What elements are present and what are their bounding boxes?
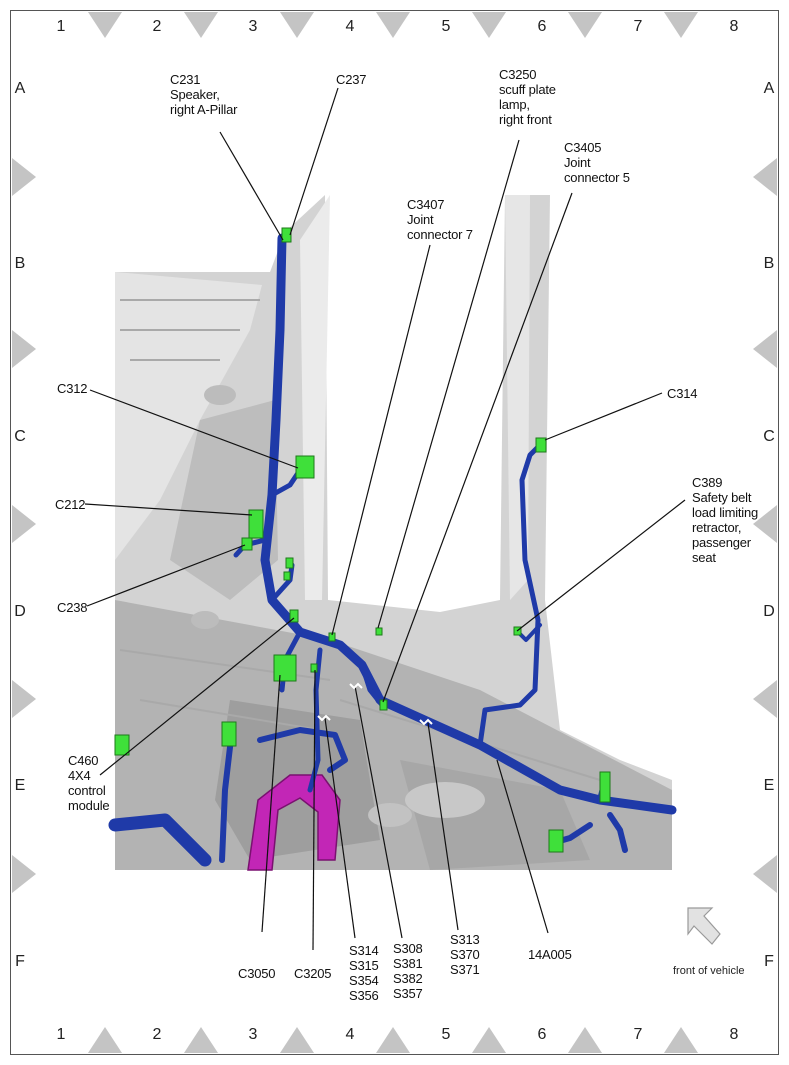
label-c3050: C3050	[238, 966, 276, 981]
label-splices-s313: S313 S370 S371	[450, 932, 480, 977]
label-c238: C238	[57, 600, 88, 615]
label-c389: C389 Safety belt load limiting retractor…	[692, 475, 759, 565]
connectors	[114, 227, 611, 853]
grid-row-right: F	[764, 953, 774, 970]
grid-row-left: B	[14, 255, 26, 272]
vehicle-body-illustration	[115, 195, 672, 870]
grid-col-bottom: 7	[633, 1026, 643, 1043]
grid-row-right: E	[763, 777, 775, 794]
label-c314: C314	[667, 386, 698, 401]
wiring-harness	[108, 233, 677, 867]
label-c3205: C3205	[294, 966, 332, 981]
diagram-frame	[10, 10, 779, 1055]
grid-col-bottom: 6	[537, 1026, 547, 1043]
grid-col-bottom: 5	[441, 1026, 451, 1043]
grid-col-bottom: 2	[152, 1026, 162, 1043]
grid-row-left: D	[14, 603, 26, 620]
grid-col-top: 6	[537, 18, 547, 35]
label-c3407: C3407 Joint connector 7	[407, 197, 473, 242]
grid-col-top: 4	[345, 18, 355, 35]
label-c3405: C3405 Joint connector 5	[564, 140, 630, 185]
grid-row-left: C	[14, 428, 26, 445]
grid-col-top: 2	[152, 18, 162, 35]
grid-row-left: F	[15, 953, 25, 970]
label-c237: C237	[336, 72, 367, 87]
grid-col-bottom: 8	[729, 1026, 739, 1043]
front-of-vehicle-note: front of vehicle	[673, 965, 745, 977]
grid-col-top: 7	[633, 18, 643, 35]
grid-col-top: 1	[56, 18, 66, 35]
splice-marks	[317, 682, 433, 726]
label-harness-14a005: 14A005	[528, 947, 572, 962]
border-markers	[12, 12, 777, 1053]
label-splices-s308: S308 S381 S382 S357	[393, 941, 423, 1001]
label-c460: C460 4X4 control module	[68, 753, 110, 813]
label-c231: C231 Speaker, right A-Pillar	[170, 72, 238, 117]
grid-col-top: 8	[729, 18, 739, 35]
grid-row-left: E	[14, 777, 26, 794]
front-of-vehicle-arrow-icon	[687, 907, 721, 945]
grid-col-top: 5	[441, 18, 451, 35]
grid-col-top: 3	[248, 18, 258, 35]
grid-row-right: B	[763, 255, 775, 272]
grid-row-left: A	[14, 80, 26, 97]
grid-col-bottom: 4	[345, 1026, 355, 1043]
leader-lines	[84, 87, 686, 951]
label-c312: C312	[57, 381, 88, 396]
label-c212: C212	[55, 497, 86, 512]
grid-col-bottom: 3	[248, 1026, 258, 1043]
label-c3250: C3250 scuff plate lamp, right front	[499, 67, 556, 127]
label-splices-s314: S314 S315 S354 S356	[349, 943, 379, 1003]
grid-row-right: D	[763, 603, 775, 620]
grid-col-bottom: 1	[56, 1026, 66, 1043]
grid-row-right: C	[763, 428, 775, 445]
grid-row-right: A	[763, 80, 775, 97]
